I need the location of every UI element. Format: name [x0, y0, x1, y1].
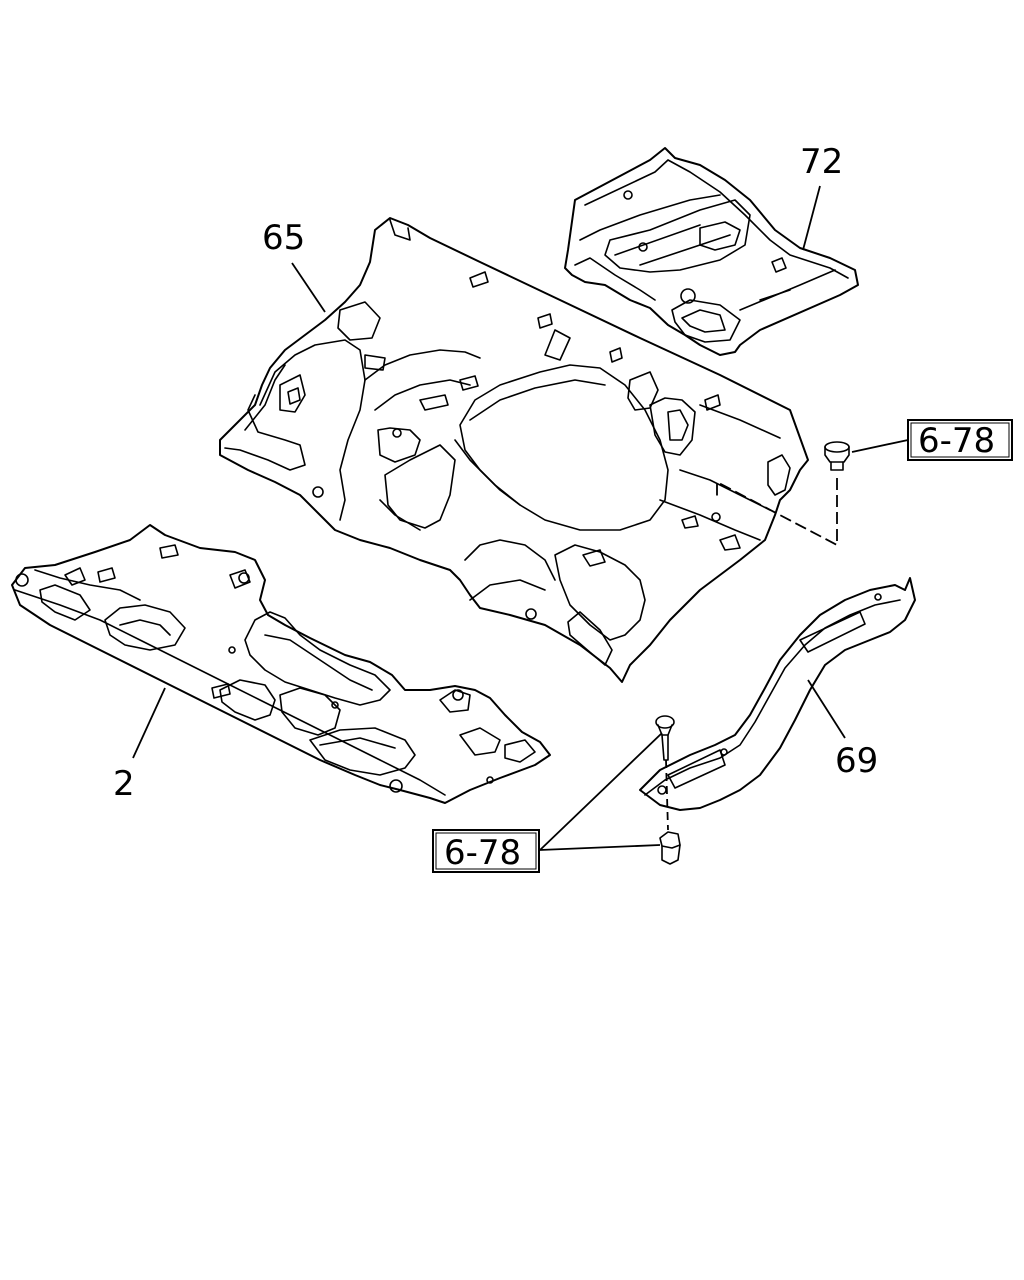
leader-72 — [802, 185, 821, 251]
clip-fastener-upper[interactable] — [824, 441, 850, 471]
ref-box-lower[interactable]: 6-78 — [432, 829, 540, 873]
leader-upper-ref — [851, 439, 909, 453]
callout-72: 72 — [800, 142, 843, 182]
leader-2 — [132, 687, 166, 759]
part-72-rear-cover[interactable] — [564, 147, 859, 356]
leader-69 — [807, 679, 846, 739]
leader-lower-ref-axis — [665, 759, 669, 831]
leader-lower-ref-clip — [539, 844, 661, 851]
ref-label-upper: 6-78 — [918, 421, 995, 461]
clip-fastener-lower[interactable] — [659, 831, 681, 865]
callout-69: 69 — [835, 741, 878, 781]
ref-label-lower: 6-78 — [444, 833, 521, 873]
part-2-front-cover[interactable] — [11, 524, 551, 804]
leader-upper-ref-drop — [716, 478, 838, 547]
callout-65: 65 — [262, 218, 305, 258]
ref-box-upper[interactable]: 6-78 — [907, 419, 1013, 461]
screw-fastener[interactable] — [655, 715, 675, 761]
leader-lower-ref-screw — [539, 732, 663, 851]
part-65-floor-carpet[interactable] — [219, 217, 809, 683]
leader-65 — [291, 262, 326, 313]
callout-2: 2 — [113, 764, 135, 804]
